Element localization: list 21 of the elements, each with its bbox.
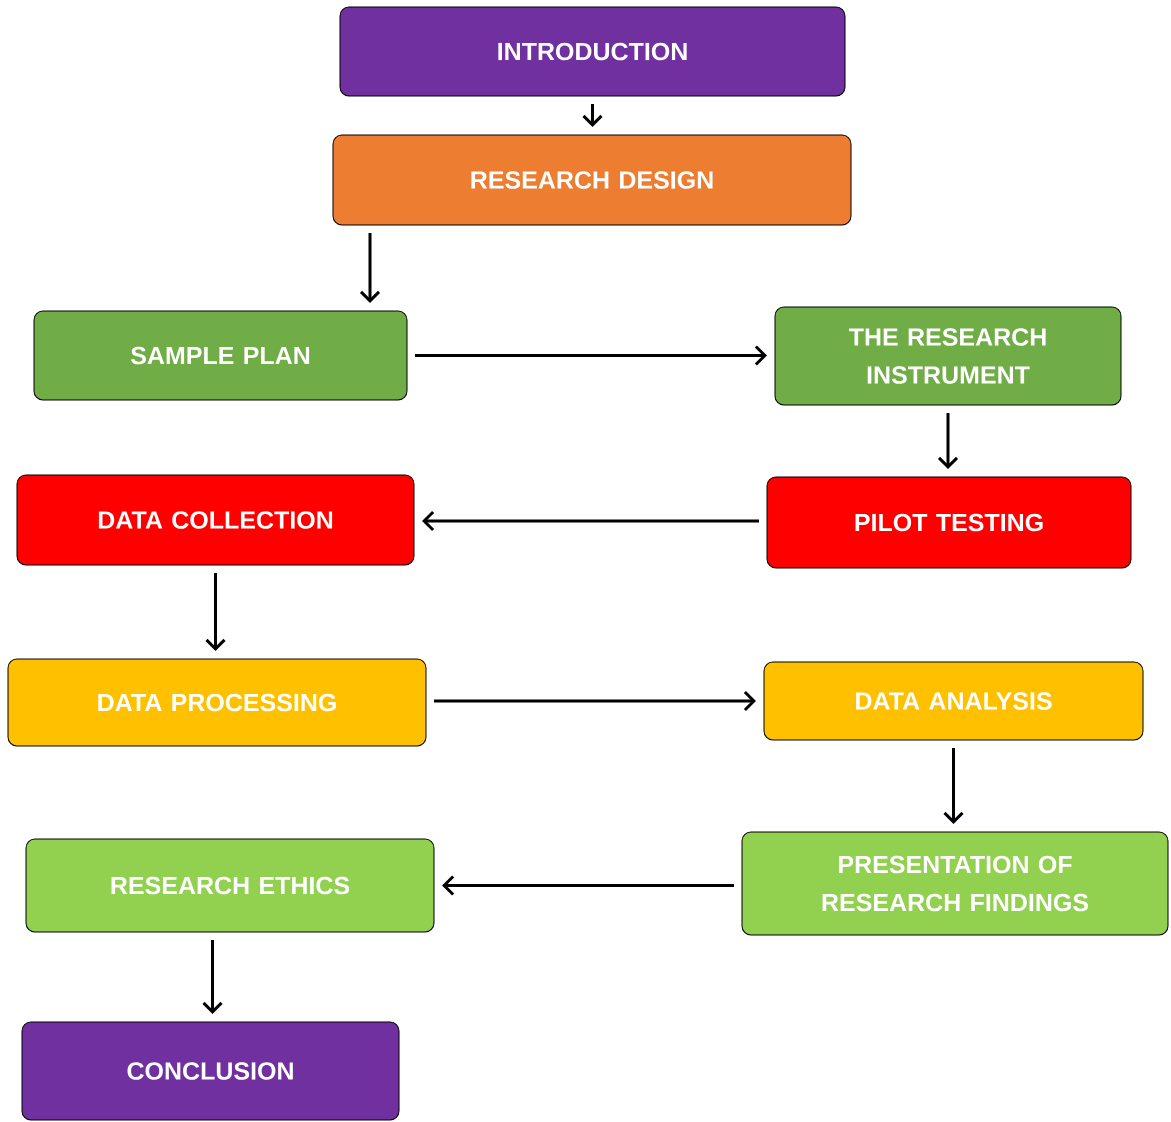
process-box: PRESENTATION OF RESEARCH FINDINGS: [741, 831, 1169, 936]
process-box: INTRODUCTION: [339, 6, 846, 97]
process-box: CONCLUSION: [21, 1021, 400, 1121]
arrow: [415, 345, 767, 366]
process-box: DATA PROCESSING: [7, 658, 427, 747]
arrow: [442, 875, 734, 896]
process-box: RESEARCH DESIGN: [332, 134, 852, 226]
arrow: [582, 104, 603, 127]
process-box: DATA ANALYSIS: [763, 661, 1144, 741]
process-box: DATA COLLECTION: [16, 474, 415, 566]
arrow: [943, 748, 964, 824]
process-box: SAMPLE PLAN: [33, 310, 408, 401]
process-box: THE RESEARCH INSTRUMENT: [774, 306, 1122, 406]
arrow: [434, 690, 756, 712]
process-box: PILOT TESTING: [766, 476, 1132, 569]
arrow: [205, 573, 226, 651]
arrow: [937, 413, 959, 469]
process-box: RESEARCH ETHICS: [25, 838, 435, 933]
arrow: [202, 940, 223, 1014]
arrow: [422, 510, 759, 532]
arrow: [359, 233, 381, 303]
